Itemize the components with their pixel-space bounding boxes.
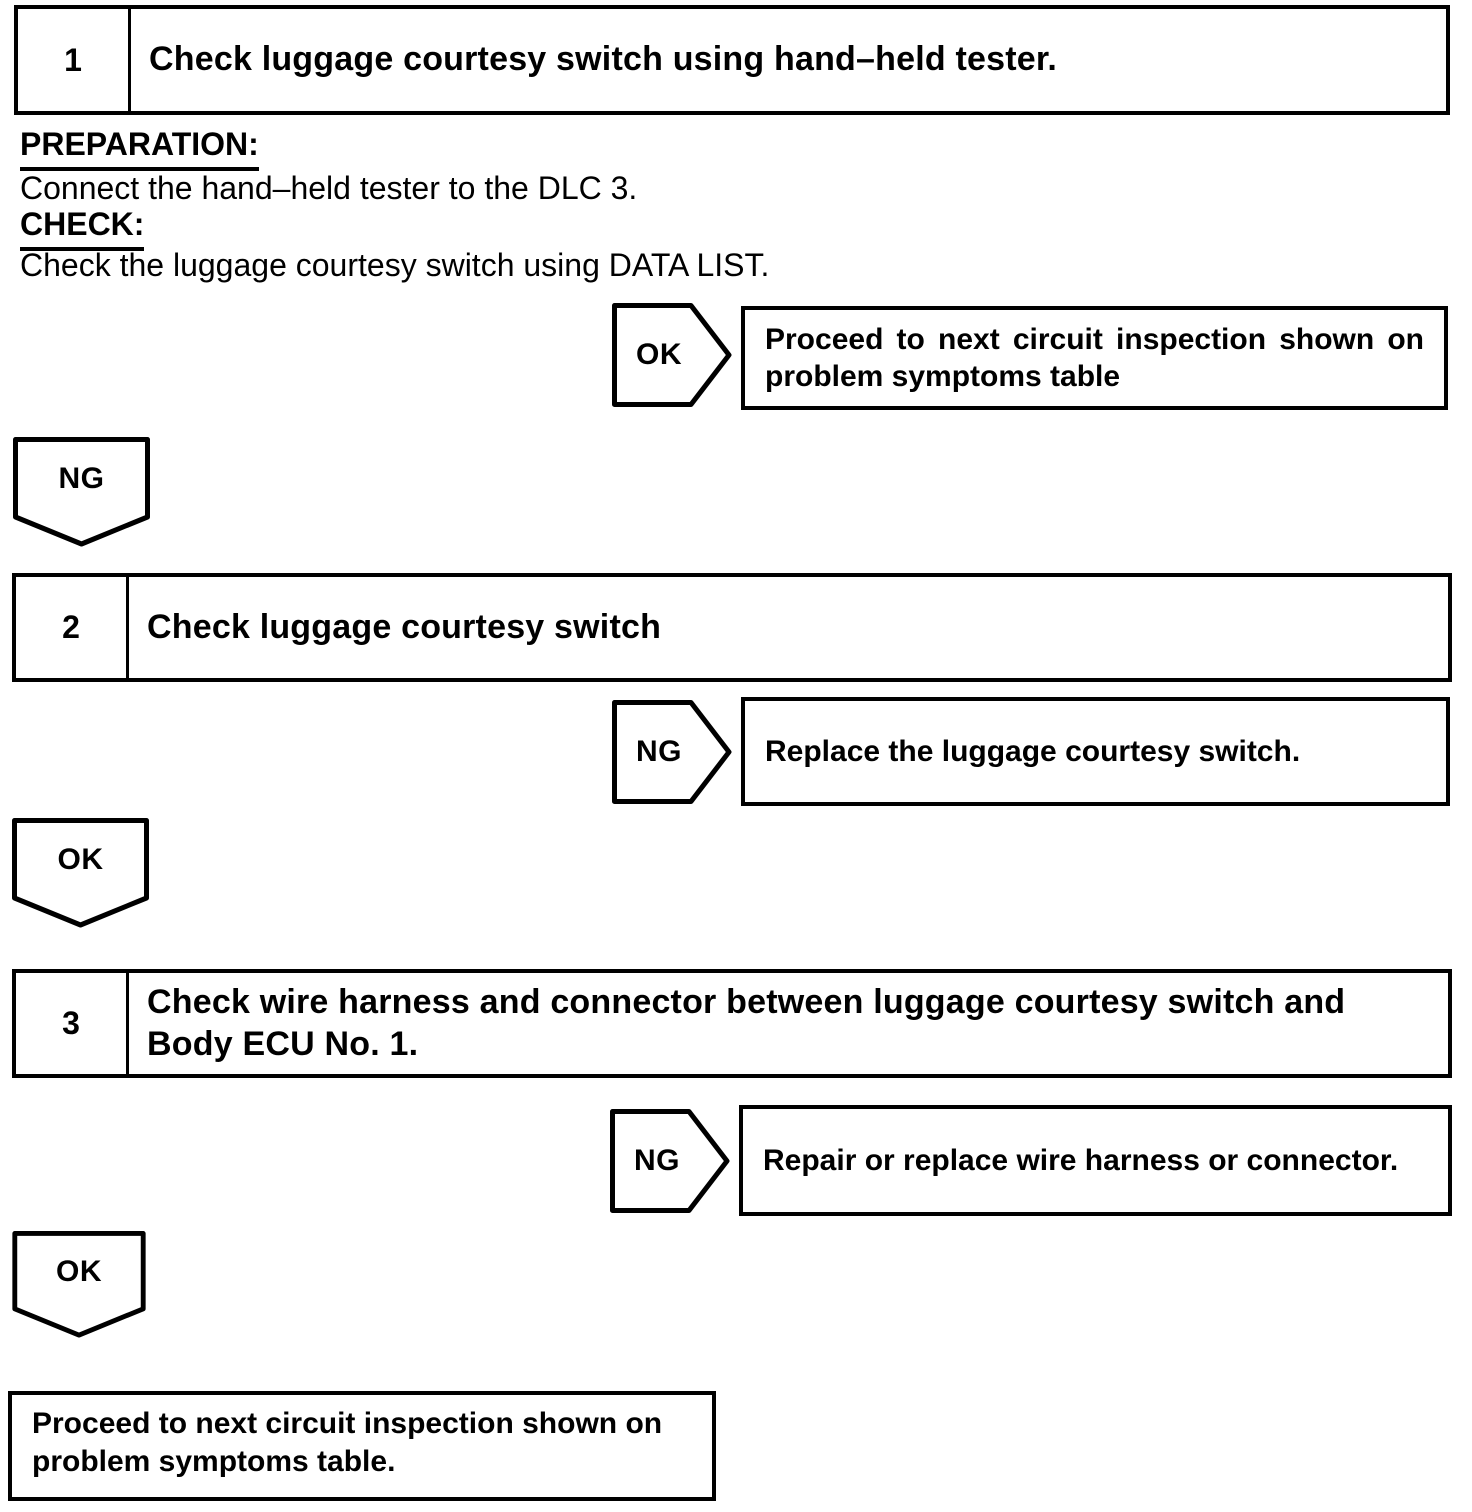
ng-connector-right-3: NG <box>610 1106 730 1216</box>
action-box-proceed-1: Proceed to next circuit inspection shown… <box>741 306 1448 410</box>
step-1-box: 1 Check luggage courtesy switch using ha… <box>14 5 1450 115</box>
action-box-replace-switch-text: Replace the luggage courtesy switch. <box>765 734 1301 768</box>
final-action-text: Proceed to next circuit inspection shown… <box>32 1407 663 1478</box>
right-arrow-shape <box>610 1109 730 1213</box>
final-action-box: Proceed to next circuit inspection shown… <box>8 1391 716 1501</box>
ok-connector-right-1-label: OK <box>636 338 682 371</box>
down-pentagon-shape <box>12 1231 146 1338</box>
check-heading: CHECK: <box>20 206 145 251</box>
step-3-box: 3 Check wire harness and connector betwe… <box>12 969 1452 1078</box>
right-arrow-shape <box>612 303 732 407</box>
ok-connector-down-2: OK <box>12 818 149 928</box>
action-box-replace-switch: Replace the luggage courtesy switch. <box>741 697 1450 806</box>
action-box-repair-harness: Repair or replace wire harness or connec… <box>739 1105 1452 1216</box>
ng-connector-down-1: NG <box>13 437 150 547</box>
preparation-text: Connect the hand–held tester to the DLC … <box>20 170 638 206</box>
action-box-proceed-1-text: Proceed to next circuit inspection shown… <box>765 322 1424 394</box>
down-pentagon-shape <box>13 437 150 547</box>
check-text: Check the luggage courtesy switch using … <box>20 247 770 283</box>
step-3-number: 3 <box>16 973 129 1074</box>
ng-connector-down-1-label: NG <box>58 461 105 495</box>
step-1-title: Check luggage courtesy switch using hand… <box>149 40 1058 79</box>
step-2-box: 2 Check luggage courtesy switch <box>12 573 1452 682</box>
ok-connector-down-2-label: OK <box>57 842 104 876</box>
down-pentagon-shape <box>12 818 149 928</box>
preparation-heading: PREPARATION: <box>20 126 259 171</box>
step-3-title: Check wire harness and connector between… <box>147 983 1346 1063</box>
right-arrow-shape <box>612 700 732 804</box>
step-1-number: 1 <box>18 9 131 111</box>
step-2-title: Check luggage courtesy switch <box>147 607 662 646</box>
ok-connector-right-1: OK <box>612 303 732 407</box>
action-box-repair-harness-text: Repair or replace wire harness or connec… <box>763 1143 1399 1177</box>
step-2-number: 2 <box>16 577 129 678</box>
ng-connector-right-3-label: NG <box>634 1144 680 1177</box>
ok-connector-down-3: OK <box>10 1231 148 1338</box>
ng-connector-right-2: NG <box>612 699 732 805</box>
ok-connector-down-3-label: OK <box>56 1254 102 1288</box>
ng-connector-right-2-label: NG <box>636 735 682 768</box>
